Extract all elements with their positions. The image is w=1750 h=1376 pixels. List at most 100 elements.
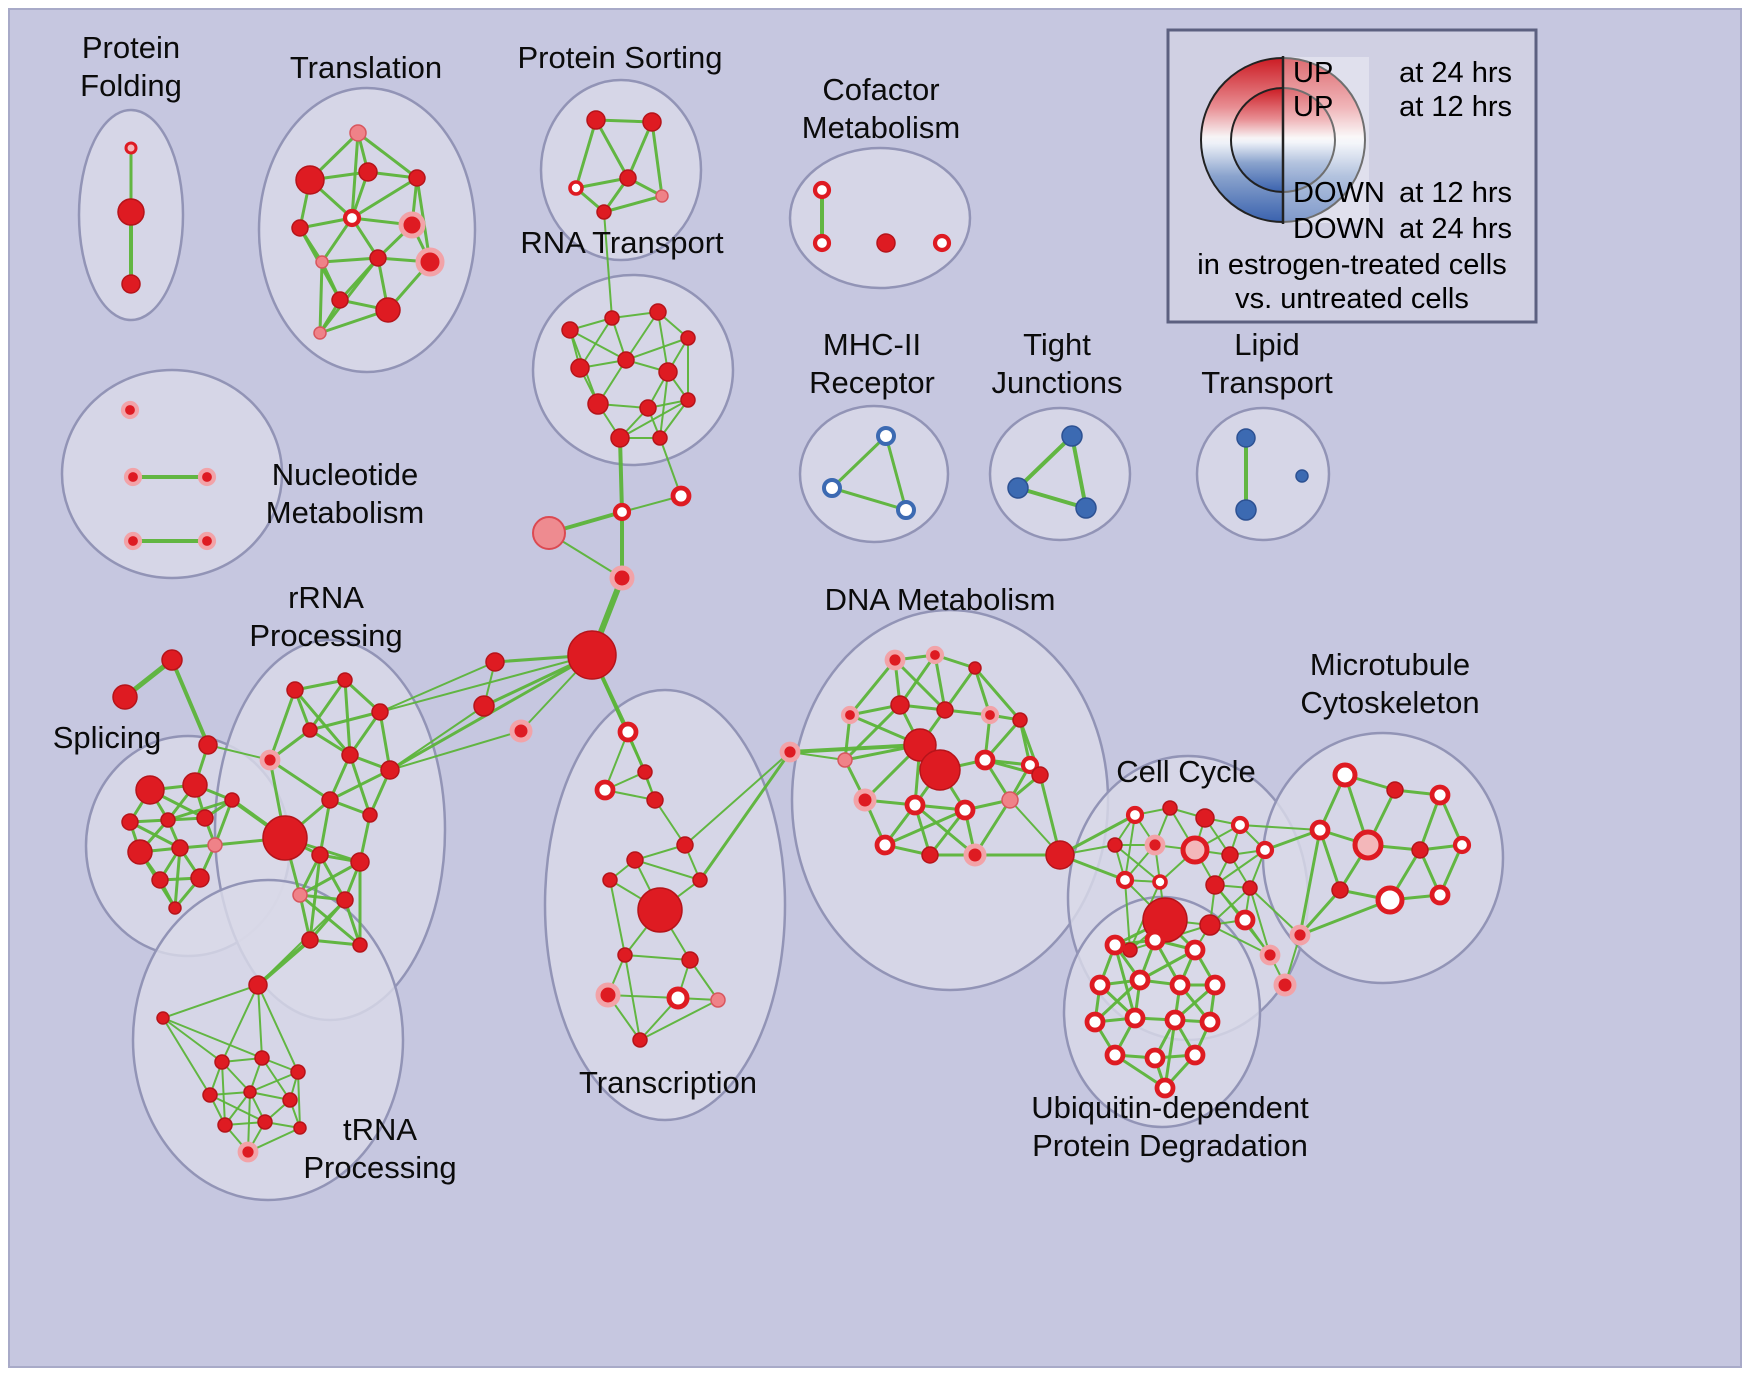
ubiquitin-node[interactable] xyxy=(1184,1044,1206,1066)
rna-transport-node[interactable] xyxy=(610,428,630,448)
mhc-node[interactable] xyxy=(822,478,842,498)
trna-node[interactable] xyxy=(214,1054,230,1070)
ubiquitin-node[interactable] xyxy=(1089,974,1111,996)
cofactor-node[interactable] xyxy=(812,180,832,200)
protein-sorting-node[interactable] xyxy=(642,112,662,132)
transcription-node[interactable] xyxy=(594,779,616,801)
tight-junctions-node[interactable] xyxy=(1075,497,1097,519)
rrna-node[interactable] xyxy=(352,937,368,953)
backbone-node[interactable] xyxy=(532,516,566,550)
backbone-node[interactable] xyxy=(779,741,801,763)
dna-node[interactable] xyxy=(954,799,976,821)
trna-node[interactable] xyxy=(156,1011,170,1025)
transcription-node[interactable] xyxy=(632,1032,648,1048)
ubiquitin-node[interactable] xyxy=(1199,1011,1221,1033)
splicing-node[interactable] xyxy=(135,775,165,805)
transcription-node[interactable] xyxy=(637,887,683,933)
cell-cycle-node[interactable] xyxy=(1255,840,1275,860)
microtubule-node[interactable] xyxy=(1375,885,1405,915)
protein-folding-node[interactable] xyxy=(121,274,141,294)
transcription-node[interactable] xyxy=(676,836,694,854)
splicing-node[interactable] xyxy=(196,809,214,827)
transcription-node[interactable] xyxy=(602,872,618,888)
backbone-node[interactable] xyxy=(612,502,632,522)
protein-sorting-node[interactable] xyxy=(596,204,612,220)
dna-node[interactable] xyxy=(874,834,896,856)
ubiquitin-node[interactable] xyxy=(1144,929,1166,951)
rrna-node[interactable] xyxy=(341,746,359,764)
mhc-node[interactable] xyxy=(896,500,916,520)
cell-cycle-node[interactable] xyxy=(1115,870,1135,890)
microtubule-node[interactable] xyxy=(1332,762,1358,788)
nucleotide-node[interactable] xyxy=(197,467,217,487)
backbone-node[interactable] xyxy=(609,565,635,591)
microtubule-node[interactable] xyxy=(1309,819,1331,841)
translation-node[interactable] xyxy=(295,165,325,195)
backbone-node[interactable] xyxy=(509,719,533,743)
protein-folding-node[interactable] xyxy=(117,198,145,226)
trna-node[interactable] xyxy=(254,1050,270,1066)
rna-transport-node[interactable] xyxy=(639,399,657,417)
rrna-node[interactable] xyxy=(286,681,304,699)
ubiquitin-node[interactable] xyxy=(1154,1077,1176,1099)
nucleotide-node[interactable] xyxy=(123,531,143,551)
dna-node[interactable] xyxy=(837,752,853,768)
protein-folding-node[interactable] xyxy=(124,141,138,155)
trna-node[interactable] xyxy=(257,1114,273,1130)
dna-node[interactable] xyxy=(963,843,987,867)
ubiquitin-node[interactable] xyxy=(1184,939,1206,961)
splicing-node[interactable] xyxy=(121,813,139,831)
translation-node[interactable] xyxy=(331,291,349,309)
mhc-node[interactable] xyxy=(876,426,896,446)
dna-node[interactable] xyxy=(1031,766,1049,784)
cell-cycle-node[interactable] xyxy=(1107,837,1123,853)
rna-transport-node[interactable] xyxy=(658,362,678,382)
transcription-node[interactable] xyxy=(646,791,664,809)
transcription-node[interactable] xyxy=(595,982,621,1008)
tight-junctions-node[interactable] xyxy=(1061,425,1083,447)
microtubule-node[interactable] xyxy=(1331,881,1349,899)
tight-junctions-node[interactable] xyxy=(1007,477,1029,499)
dna-node[interactable] xyxy=(936,701,954,719)
trna-node[interactable] xyxy=(248,975,268,995)
cell-cycle-node[interactable] xyxy=(1180,835,1210,865)
cell-cycle-node[interactable] xyxy=(1125,805,1145,825)
trna-node[interactable] xyxy=(202,1087,218,1103)
dna-node[interactable] xyxy=(974,749,996,771)
splicing-node[interactable] xyxy=(151,871,169,889)
ubiquitin-node[interactable] xyxy=(1104,934,1126,956)
microtubule-node[interactable] xyxy=(1411,841,1429,859)
cell-cycle-node[interactable] xyxy=(1195,808,1215,828)
dna-node[interactable] xyxy=(980,705,1000,725)
ubiquitin-node[interactable] xyxy=(1104,1044,1126,1066)
splicing-node[interactable] xyxy=(182,772,208,798)
transcription-node[interactable] xyxy=(692,872,708,888)
rrna-node[interactable] xyxy=(311,846,329,864)
nucleotide-node[interactable] xyxy=(120,400,140,420)
translation-node[interactable] xyxy=(349,124,367,142)
splicing-node[interactable] xyxy=(168,901,182,915)
dna-node[interactable] xyxy=(1020,755,1040,775)
rrna-node[interactable] xyxy=(337,672,353,688)
trna-node[interactable] xyxy=(217,1117,233,1133)
dna-node[interactable] xyxy=(890,695,910,715)
translation-node[interactable] xyxy=(291,219,309,237)
cell-cycle-node[interactable] xyxy=(1199,914,1221,936)
cell-cycle-node[interactable] xyxy=(1162,800,1178,816)
rna-transport-node[interactable] xyxy=(604,310,620,326)
protein-sorting-node[interactable] xyxy=(568,180,584,196)
rna-transport-node[interactable] xyxy=(561,321,579,339)
rrna-node[interactable] xyxy=(301,931,319,949)
dna-node[interactable] xyxy=(853,788,877,812)
protein-sorting-node[interactable] xyxy=(655,189,669,203)
splicing-node[interactable] xyxy=(224,792,240,808)
lipid-transport-node[interactable] xyxy=(1235,499,1257,521)
backbone-node[interactable] xyxy=(473,695,495,717)
dna-node[interactable] xyxy=(884,649,906,671)
cell-cycle-node[interactable] xyxy=(1221,846,1239,864)
cell-cycle-node[interactable] xyxy=(1144,834,1166,856)
splicing-node[interactable] xyxy=(171,839,189,857)
transcription-node[interactable] xyxy=(710,992,726,1008)
dna-node[interactable] xyxy=(1012,712,1028,728)
microtubule-node[interactable] xyxy=(1352,829,1384,861)
